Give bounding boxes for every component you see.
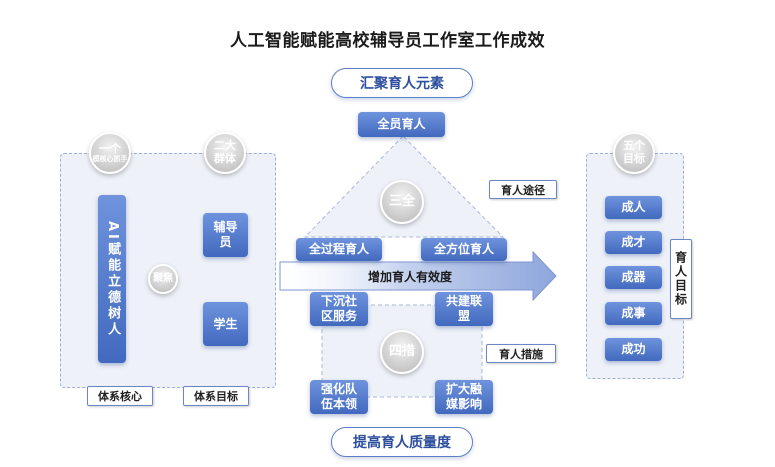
five-goals-sublabel: 目标	[623, 152, 645, 165]
measures-tag: 育人措施	[486, 344, 556, 363]
improve-quality-pill: 提高育人质量度	[331, 427, 473, 457]
all-staff-box: 全员育人	[358, 112, 445, 137]
one-core-label: 一个	[99, 141, 121, 155]
goal-item: 成人	[605, 196, 662, 219]
two-groups-circle: 二大 群体	[204, 132, 246, 174]
media-influence-label: 扩大融媒影响	[445, 382, 482, 411]
focus-circle: 聚焦	[148, 264, 178, 294]
five-goals-label: 五个	[623, 139, 645, 153]
alliance-box: 共建联盟	[435, 292, 493, 326]
two-groups-sublabel: 群体	[214, 152, 236, 165]
one-core-sublabel: 模核心抓手	[92, 155, 128, 164]
three-all-circle: 三全	[380, 180, 424, 224]
goal-item: 成才	[605, 231, 662, 254]
team-skills-label: 强化队伍本领	[320, 382, 357, 411]
goal-item: 成器	[605, 266, 662, 289]
goal-item: 成事	[605, 302, 662, 325]
gather-elements-pill: 汇聚育人元素	[331, 68, 473, 98]
system-goal-tag: 体系目标	[183, 386, 249, 406]
team-skills-box: 强化队伍本领	[310, 380, 368, 414]
alliance-label: 共建联盟	[445, 294, 482, 323]
four-measures-circle: 四措	[380, 330, 424, 374]
one-core-circle: 一个 模核心抓手	[89, 132, 131, 174]
five-goals-circle: 五个 目标	[613, 132, 655, 174]
whole-process-box: 全过程育人	[296, 238, 382, 261]
community-service-label: 下沉社区服务	[320, 294, 357, 323]
student-box: 学生	[203, 302, 248, 346]
two-groups-label: 二大	[214, 139, 236, 153]
counselor-label: 辅导员	[213, 220, 238, 249]
counselor-box: 辅导员	[203, 213, 248, 257]
path-tag: 育人途径	[489, 180, 557, 199]
effect-arrow	[279, 250, 557, 302]
goal-item: 成功	[605, 338, 662, 361]
media-influence-box: 扩大融媒影响	[435, 380, 493, 414]
community-service-box: 下沉社区服务	[310, 292, 368, 326]
arrow-label: 增加育人有效度	[367, 270, 452, 284]
system-core-tag: 体系核心	[87, 386, 153, 406]
core-box: AI赋能立德树人	[98, 195, 126, 363]
goal-tag: 育人目标	[670, 239, 692, 319]
all-round-box: 全方位育人	[421, 238, 507, 261]
page-title: 人工智能赋能高校辅导员工作室工作成效	[230, 31, 545, 51]
